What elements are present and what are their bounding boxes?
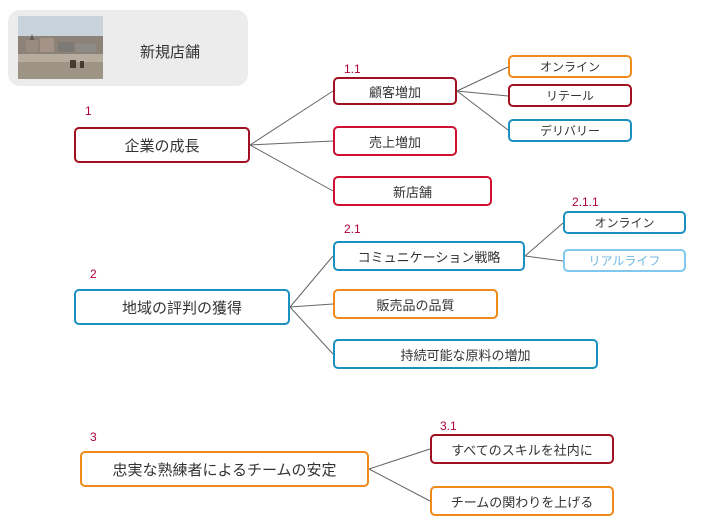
connector-line — [456, 90, 509, 131]
subtopic-2-1-number: 2.1 — [344, 222, 361, 236]
subtopic-1-2-node[interactable]: 売上増加 — [333, 126, 457, 156]
leaf-2-1-2-node[interactable]: リアルライフ — [563, 249, 686, 272]
connector-line — [524, 222, 564, 257]
connector-line — [456, 90, 509, 97]
branch-3-node[interactable]: 忠実な熟練者によるチームの安定 — [80, 451, 369, 487]
connector-line — [368, 468, 431, 502]
branch-1-number: 1 — [85, 104, 92, 118]
leaf-1-1-b-node[interactable]: リテール — [508, 84, 632, 107]
subtopic-1-3-node[interactable]: 新店舗 — [333, 176, 492, 206]
subtopic-1-1-number: 1.1 — [344, 62, 361, 76]
connector-line — [368, 448, 431, 470]
leaf-2-1-1-number: 2.1.1 — [572, 195, 599, 209]
subtopic-1-1-node[interactable]: 顧客増加 — [333, 77, 457, 105]
subtopic-2-1-node[interactable]: コミュニケーション戦略 — [333, 241, 525, 271]
branch-1-node[interactable]: 企業の成長 — [74, 127, 250, 163]
connector-line — [289, 255, 334, 308]
subtopic-2-3-node[interactable]: 持続可能な原料の増加 — [333, 339, 598, 369]
connector-line — [249, 144, 334, 192]
subtopic-2-2-node[interactable]: 販売品の品質 — [333, 289, 498, 319]
connector-line — [249, 90, 334, 146]
subtopic-3-1-node[interactable]: すべてのスキルを社内に — [430, 434, 614, 464]
branch-2-node[interactable]: 地域の評判の獲得 — [74, 289, 290, 325]
leaf-2-1-1-node[interactable]: オンライン — [563, 211, 686, 234]
subtopic-3-1-number: 3.1 — [440, 419, 457, 433]
leaf-1-1-c-node[interactable]: デリバリー — [508, 119, 632, 142]
map-title: 新規店舗 — [140, 43, 201, 61]
branch-2-number: 2 — [90, 267, 97, 281]
connector-line — [249, 140, 334, 146]
connector-line — [456, 66, 509, 92]
leaf-1-1-a-node[interactable]: オンライン — [508, 55, 632, 78]
connector-line — [289, 303, 334, 308]
seaside-town-thumbnail-icon — [18, 16, 103, 79]
branch-3-number: 3 — [90, 430, 97, 444]
subtopic-3-2-node[interactable]: チームの関わりを上げる — [430, 486, 614, 516]
connector-line — [524, 255, 564, 262]
connector-line — [289, 306, 334, 355]
